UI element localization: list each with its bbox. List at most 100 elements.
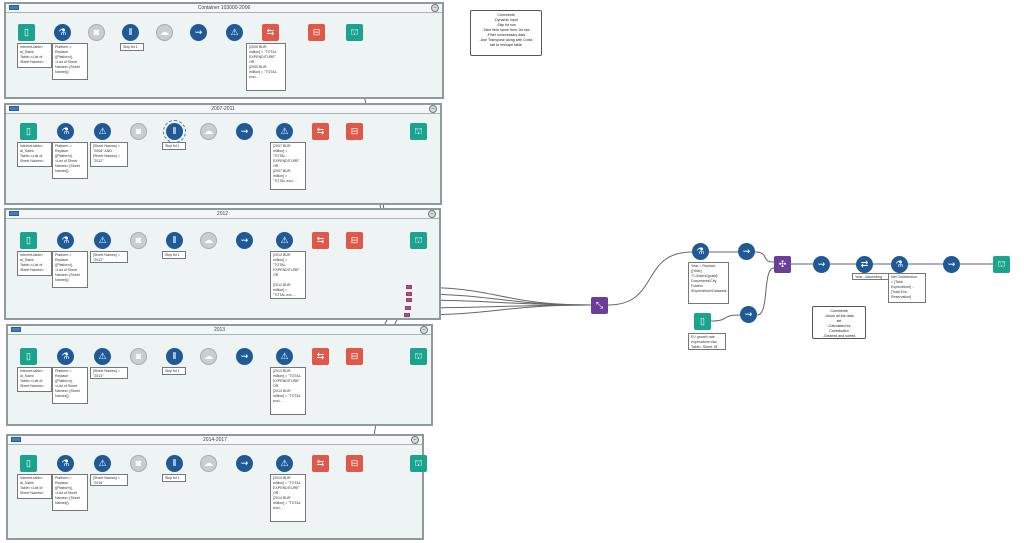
union-input-anchor-1[interactable] xyxy=(406,285,412,289)
formula-icon[interactable]: ⚗ xyxy=(57,455,74,472)
formula-icon[interactable]: ⚗ xyxy=(54,24,71,41)
sort-icon[interactable]: ⇄ xyxy=(856,256,873,273)
collapse-icon[interactable]: – xyxy=(429,105,437,113)
crosstab-icon[interactable]: ☁ xyxy=(200,455,217,472)
filter-icon[interactable]: ⚠ xyxy=(276,348,293,365)
filter-icon[interactable]: ⚠ xyxy=(226,24,243,41)
text-to-columns-icon[interactable]: ⊟ xyxy=(346,232,363,249)
formula-icon[interactable]: ⚗ xyxy=(57,123,74,140)
filter-icon[interactable]: ⚠ xyxy=(276,232,293,249)
container-header[interactable]: Container 103000-2006 – xyxy=(6,4,442,13)
filter-icon[interactable]: ⚠ xyxy=(94,123,111,140)
container-header[interactable]: 2013 – xyxy=(8,326,431,335)
container-color-icon[interactable] xyxy=(9,211,19,216)
container-header[interactable]: 2014-2017 – xyxy=(8,436,422,445)
filter-annotation: [2013 BUR million] = "TOTAL EXPENDITURE"… xyxy=(270,367,306,415)
text-to-columns-icon[interactable]: ⊟ xyxy=(346,455,363,472)
browse-icon[interactable]: ⛫ xyxy=(410,348,427,365)
formula-annotation: Year = Replace ([Year], "C:\Users\\[path… xyxy=(688,262,729,304)
crosstab-icon[interactable]: ☁ xyxy=(200,348,217,365)
union-input-anchor-4[interactable] xyxy=(405,306,411,310)
filter-icon[interactable]: ⚠ xyxy=(94,348,111,365)
input-annotation: Internet-table= al_Sales Table=<List of … xyxy=(17,474,52,499)
dynamic-input-icon[interactable]: ◙ xyxy=(130,123,147,140)
container-color-icon[interactable] xyxy=(11,327,21,332)
comment-box-bottom[interactable]: Comments -Union all the data set -Calcul… xyxy=(812,306,866,339)
container-color-icon[interactable] xyxy=(9,5,19,10)
collapse-icon[interactable]: – xyxy=(431,4,439,12)
container-color-icon[interactable] xyxy=(9,106,19,111)
input-data-icon[interactable]: ▯ xyxy=(20,123,37,140)
collapse-icon[interactable]: – xyxy=(428,210,436,218)
dynamic-rename-icon[interactable]: ⇆ xyxy=(312,455,329,472)
text-to-columns-icon[interactable]: ⊟ xyxy=(308,24,325,41)
sample-annotation: Skip fst 1 xyxy=(162,142,186,150)
join-icon[interactable]: ✣ xyxy=(774,256,791,273)
multi-field-icon[interactable]: ⫴ xyxy=(166,232,183,249)
container-title: 2007-2011 xyxy=(211,106,235,112)
dynamic-rename-icon[interactable]: ⇆ xyxy=(262,24,279,41)
select-icon[interactable]: ⇝ xyxy=(236,123,253,140)
container-header[interactable]: 2012 – xyxy=(6,210,439,219)
multi-field-icon[interactable]: ⫴ xyxy=(122,24,139,41)
filter-icon[interactable]: ⚠ xyxy=(94,232,111,249)
crosstab-icon[interactable]: ☁ xyxy=(156,24,173,41)
collapse-icon[interactable]: – xyxy=(420,326,428,334)
union-input-anchor-3[interactable] xyxy=(406,298,412,302)
input-data-icon[interactable]: ▯ xyxy=(18,24,35,41)
formula-icon[interactable]: ⚗ xyxy=(57,232,74,249)
select-icon[interactable]: ⇝ xyxy=(236,348,253,365)
select-icon[interactable]: ⇝ xyxy=(236,455,253,472)
select-icon-4[interactable]: ⇝ xyxy=(943,256,960,273)
filter-year-annotation: [Sheet Names] = "2012" xyxy=(90,251,128,263)
collapse-icon[interactable]: – xyxy=(411,436,419,444)
sort-annotation: Year - Ascending xyxy=(852,273,892,280)
browse-icon[interactable]: ⛫ xyxy=(410,455,427,472)
crosstab-icon[interactable]: ☁ xyxy=(200,232,217,249)
browse-icon[interactable]: ⛫ xyxy=(346,24,363,41)
filter-icon[interactable]: ⚠ xyxy=(94,455,111,472)
sample-annotation: Skip fst 1 xyxy=(162,251,186,259)
dynamic-rename-icon[interactable]: ⇆ xyxy=(312,123,329,140)
container-header[interactable]: 2007-2011 – xyxy=(6,105,440,114)
select-icon[interactable]: ⇝ xyxy=(738,243,755,260)
input-data-icon[interactable]: ▯ xyxy=(20,348,37,365)
select-icon[interactable]: ⇝ xyxy=(236,232,253,249)
dynamic-input-icon[interactable]: ◙ xyxy=(88,24,105,41)
filter-icon[interactable]: ⚠ xyxy=(276,455,293,472)
input-data-icon[interactable]: ▯ xyxy=(694,313,711,330)
multi-field-icon[interactable]: ⫴ xyxy=(166,348,183,365)
filter-year-annotation: [Sheet Names] = "2008" AND [Sheet Names]… xyxy=(90,142,128,167)
union-input-anchor-5[interactable] xyxy=(404,313,410,317)
filter-icon[interactable]: ⚠ xyxy=(276,123,293,140)
formula-icon[interactable]: ⚗ xyxy=(692,243,709,260)
dynamic-input-icon[interactable]: ◙ xyxy=(130,232,147,249)
formula-icon-2[interactable]: ⚗ xyxy=(891,256,908,273)
select-icon[interactable]: ⇝ xyxy=(190,24,207,41)
dynamic-rename-icon[interactable]: ⇆ xyxy=(312,348,329,365)
crosstab-icon[interactable]: ☁ xyxy=(200,123,217,140)
input-data-icon[interactable]: ▯ xyxy=(20,455,37,472)
select-icon-3[interactable]: ⇝ xyxy=(813,256,830,273)
browse-icon[interactable]: ⛫ xyxy=(993,256,1010,273)
multi-field-icon[interactable]: ⫴ xyxy=(163,120,186,143)
formula-annotation: Platform = Replace ([Platform], <List of… xyxy=(52,474,88,511)
browse-icon[interactable]: ⛫ xyxy=(410,123,427,140)
text-to-columns-icon[interactable]: ⊟ xyxy=(346,348,363,365)
dynamic-rename-icon[interactable]: ⇆ xyxy=(312,232,329,249)
input-data-icon[interactable]: ▯ xyxy=(20,232,37,249)
dynamic-input-icon[interactable]: ◙ xyxy=(130,348,147,365)
formula-icon[interactable]: ⚗ xyxy=(57,348,74,365)
union-icon[interactable]: ⤡ xyxy=(591,297,608,314)
text-to-columns-icon[interactable]: ⊟ xyxy=(346,123,363,140)
union-input-anchor-2[interactable] xyxy=(406,292,412,296)
comment-box-top[interactable]: Comments -Dynamic Input -Skip fst row -T… xyxy=(470,10,542,56)
filter-year-annotation: [Sheet Names] = "2016" xyxy=(90,474,128,486)
multi-field-icon[interactable]: ⫴ xyxy=(166,455,183,472)
tool-container[interactable]: 2014-2017 – xyxy=(6,434,424,540)
select-icon-2[interactable]: ⇝ xyxy=(740,306,757,323)
dynamic-input-icon[interactable]: ◙ xyxy=(130,455,147,472)
browse-icon[interactable]: ⛫ xyxy=(410,232,427,249)
container-color-icon[interactable] xyxy=(11,437,21,442)
